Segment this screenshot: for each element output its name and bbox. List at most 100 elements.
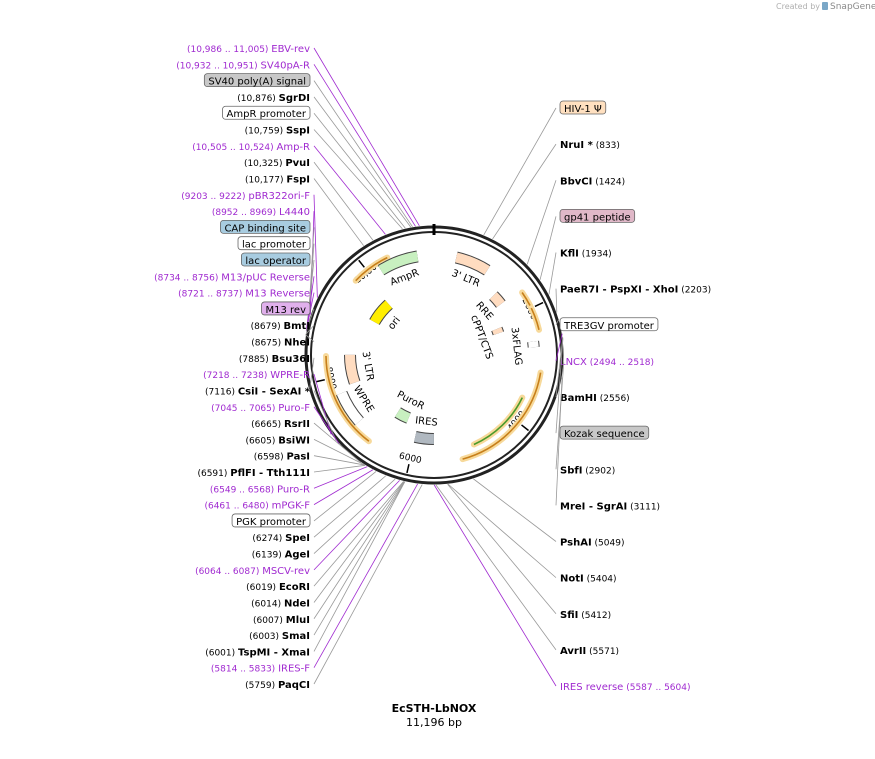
feature-callout-text: SV40 poly(A) signal	[208, 77, 306, 88]
feature-callout-text: lac promoter	[242, 240, 307, 251]
enzyme-callout: SfiI (5412)	[560, 610, 611, 621]
label-leader-line	[313, 80, 413, 228]
feature-callout-text: PGK promoter	[236, 517, 307, 528]
enzyme-label: (6007) MluI	[253, 615, 310, 626]
site-name: EcoRI	[279, 582, 310, 593]
label-leader-line	[313, 481, 405, 603]
site-name: PflFI	[230, 468, 255, 479]
plasmid-name: EcSTH-LbNOX	[391, 702, 477, 715]
site-coords: (2556)	[597, 394, 630, 404]
site-coords: (5571)	[586, 647, 619, 657]
site-coords: (6014)	[251, 599, 284, 609]
enzyme-label: SbfI (2902)	[560, 465, 615, 476]
feature-callout-box	[559, 317, 659, 332]
label-leader-line	[492, 143, 557, 240]
enzyme-callout: (6014) NdeI	[251, 598, 310, 609]
feature-label: 3' LTR	[450, 268, 482, 289]
enzyme-callout: (10,759) SspI	[245, 126, 310, 137]
scale-tick	[315, 379, 325, 383]
feature-callout-box	[559, 425, 650, 440]
site-extra: - PspXI - XhoI	[599, 285, 678, 296]
primer-callout: (7218 .. 7238) WPRE-R	[203, 370, 310, 381]
enzyme-callout: (6001) TspMI - XmaI	[205, 647, 310, 658]
site-coords: (6274)	[252, 534, 285, 544]
enzyme-callout: (10,325) PvuI	[244, 158, 310, 169]
site-name: SspI	[286, 126, 310, 137]
orf-arc	[462, 372, 542, 460]
enzyme-callout: KflI (1934)	[560, 249, 612, 260]
feature-callout-text: TRE3GV promoter	[563, 321, 655, 332]
primer-callout: (8952 .. 8969) L4440	[212, 207, 310, 218]
orf-arc	[521, 292, 531, 306]
site-name: SpeI	[285, 533, 310, 544]
site-coords: (10,759)	[245, 127, 286, 137]
label-leader-line	[555, 318, 560, 325]
site-coords: (10,876)	[237, 94, 278, 104]
site-name: SbfI	[560, 465, 582, 476]
site-name: Bsu36I	[272, 354, 310, 365]
enzyme-callout: (8679) BmtI	[251, 321, 310, 332]
primer-callout: IRES reverse (5587 .. 5604)	[560, 682, 690, 693]
site-name: mPGK-F	[272, 501, 311, 512]
label-leader-line	[313, 129, 403, 230]
enzyme-label: (10,325) PvuI	[244, 158, 310, 169]
enzyme-callout: (6019) EcoRI	[246, 582, 310, 593]
enzyme-label: (8679) BmtI	[251, 321, 310, 332]
plasmid-title-block: EcSTH-LbNOX 11,196 bp	[334, 702, 534, 730]
label-leader-line	[313, 466, 368, 489]
site-coords: (10,325)	[244, 159, 285, 169]
feature-callout-text: gp41 peptide	[564, 212, 631, 223]
feature-callout: TRE3GV promoter	[559, 317, 659, 332]
enzyme-label: (6019) EcoRI	[246, 582, 310, 593]
enzyme-label: SfiI (5412)	[560, 610, 611, 621]
scale-tick	[358, 259, 365, 268]
feature-arc	[492, 327, 504, 335]
feature-callout-text: HIV-1 Ψ	[564, 104, 602, 115]
label-leader-line	[526, 180, 557, 265]
orf-arc	[325, 355, 370, 442]
site-name: PaeR7I	[560, 285, 599, 296]
enzyme-callout: (6007) MluI	[253, 615, 310, 626]
feature-arc	[370, 300, 393, 325]
orf-arc	[473, 397, 524, 446]
site-coords: (8675)	[251, 339, 284, 349]
site-coords: (5404)	[584, 575, 617, 585]
site-coords: (2203)	[678, 286, 711, 296]
feature-arc	[414, 431, 435, 445]
primer-label: (8734 .. 8756) M13/pUC Reverse	[154, 272, 310, 283]
label-leader-line	[313, 481, 406, 636]
feature-label: ori	[386, 315, 403, 332]
primer-callout: (6064 .. 6087) MSCV-rev	[195, 566, 310, 577]
site-coords: (8721 .. 8737)	[178, 290, 245, 300]
site-name: EBV-rev	[271, 44, 310, 55]
enzyme-label: (5759) PaqCI	[245, 680, 310, 691]
label-leader-line	[313, 439, 365, 466]
site-coords: (8679)	[251, 322, 284, 332]
site-name: Puro-R	[277, 484, 310, 495]
site-coords: (6003)	[249, 632, 282, 642]
enzyme-label: (6605) BsiWI	[245, 435, 310, 446]
site-coords: (5587 .. 5604)	[623, 683, 690, 693]
label-leader-line	[313, 178, 364, 246]
plasmid-size: 11,196 bp	[406, 716, 462, 729]
site-name: AgeI	[285, 550, 310, 561]
label-leader-line	[555, 338, 564, 434]
enzyme-callout: (6598) PasI	[254, 452, 310, 463]
enzyme-label: BamHI (2556)	[560, 393, 630, 404]
feature-callout: Kozak sequence	[559, 425, 650, 440]
enzyme-callout: (6003) SmaI	[249, 631, 310, 642]
site-coords: (6598)	[254, 453, 287, 463]
feature-callout: PGK promoter	[231, 513, 311, 528]
enzyme-label: (6598) PasI	[254, 452, 310, 463]
scale-tick	[534, 301, 544, 308]
feature-callout-text: M13 rev	[266, 305, 307, 316]
site-name: Amp-R	[277, 142, 311, 153]
label-leader-line	[483, 107, 557, 236]
site-coords: (6461 .. 6480)	[204, 502, 271, 512]
label-leader-line	[305, 334, 315, 342]
feature-callout-text: lac operator	[245, 256, 306, 267]
enzyme-callout: (7885) Bsu36I	[239, 354, 310, 365]
feature-callout-box	[261, 301, 311, 316]
